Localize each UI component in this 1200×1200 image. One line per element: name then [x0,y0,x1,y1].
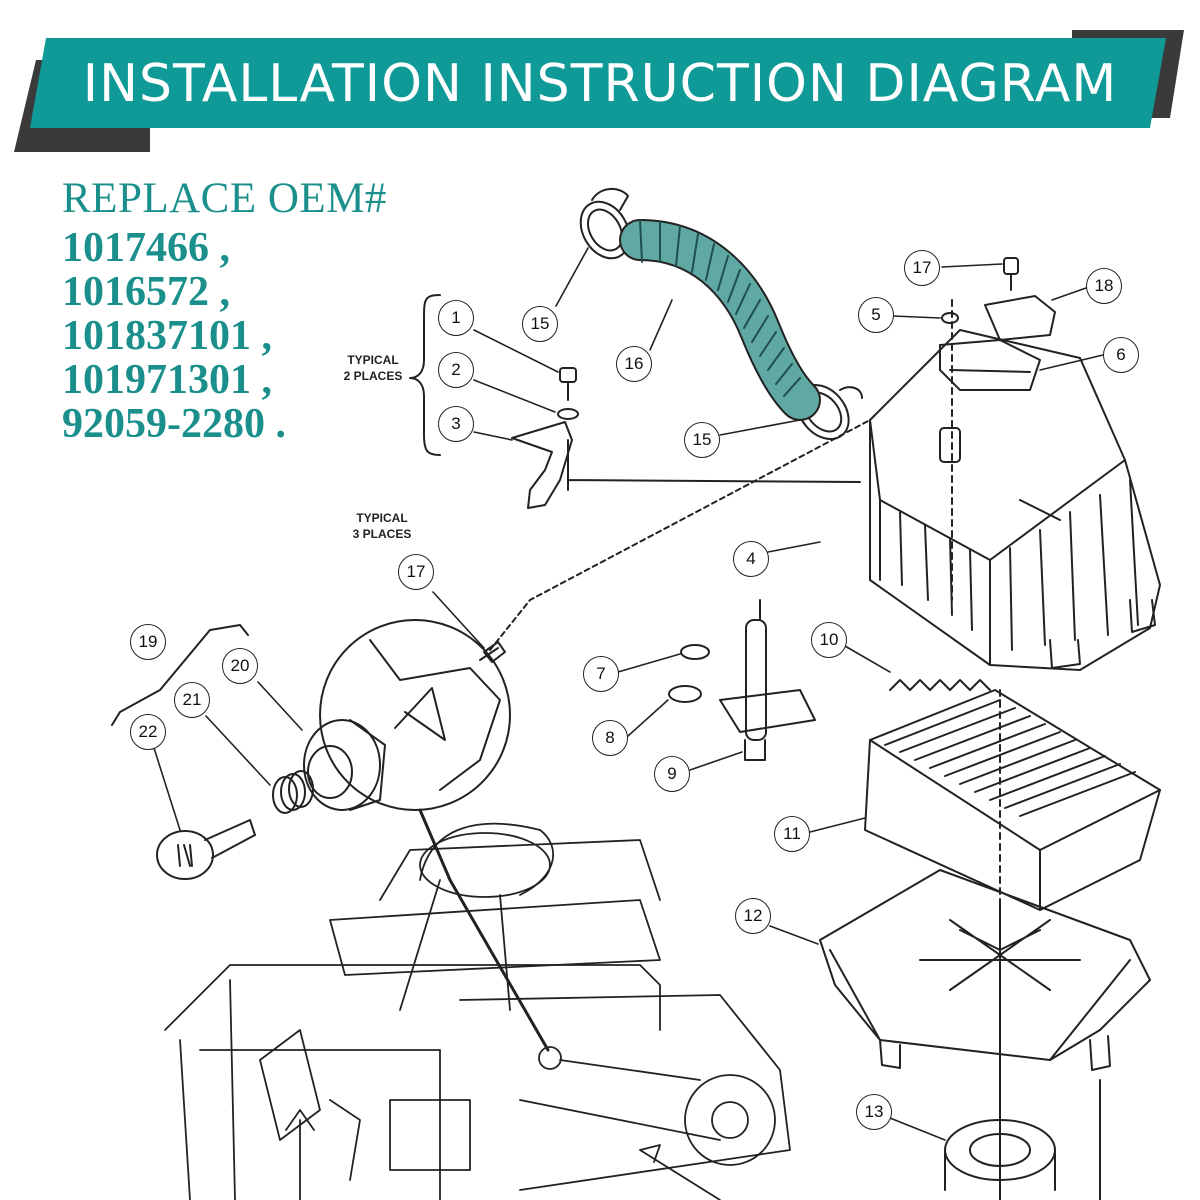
callout-1: 1 [438,300,474,336]
air-box-base-part-12 [819,869,1151,1071]
page-title: INSTALLATION INSTRUCTION DIAGRAM [82,54,1118,114]
bracket-part-18 [984,295,1056,341]
bracket-part-3 [511,421,861,509]
oem-number: 92059-2280 . [62,401,286,447]
callout-4: 4 [733,541,769,577]
banner-background [14,30,1184,152]
bracket-typical-2 [409,294,441,456]
golf-cart [164,808,791,1200]
air-box-part-4 [869,329,1161,671]
oem-replacement-block: REPLACE OEM# 1017466 , 1016572 , 1018371… [62,172,387,446]
detail-bubble [319,619,511,811]
note-typical-2-places: TYPICAL 2 PLACES [343,353,403,383]
stud-part-9 [719,599,816,761]
banner-ribbon [30,38,1166,128]
callout-leaders [153,247,1104,1141]
callout-16: 16 [616,346,652,382]
washer-part-2 [557,408,579,420]
callout-20: 20 [222,648,258,684]
callout-17-top: 17 [904,250,940,286]
callout-15-bottom: 15 [684,422,720,458]
callout-2: 2 [438,352,474,388]
spring-part-10 [889,679,991,691]
oem-number-list: 1017466 , 1016572 , 101837101 , 10197130… [62,226,387,446]
callout-11: 11 [774,816,810,852]
callout-13: 13 [856,1094,892,1130]
spring-part-21 [272,770,314,814]
callout-15-top: 15 [522,306,558,342]
bolt-part-17-top [1003,257,1019,291]
callout-10: 10 [811,622,847,658]
bracket-typical-19 [111,624,249,726]
callout-12: 12 [735,898,771,934]
latch-part-6 [939,339,1041,391]
callout-3: 3 [438,406,474,442]
callout-18: 18 [1086,268,1122,304]
hose-part-16 [619,219,821,421]
oem-number: 101837101 , [62,313,272,359]
callout-17-mid: 17 [398,554,434,590]
callout-21: 21 [174,682,210,718]
callout-7: 7 [583,656,619,692]
washer-part-8 [668,685,702,703]
oem-number: 101971301 , [62,357,272,403]
leader-dash [489,419,871,651]
callout-5: 5 [858,297,894,333]
hose-clamp-part-15-top [579,188,631,260]
washer-part-7 [680,644,710,660]
callout-6: 6 [1103,337,1139,373]
air-filter-part-11 [864,689,1161,911]
callout-9: 9 [654,756,690,792]
oem-number: 1016572 , [62,269,230,315]
note-typical-3-places: TYPICAL 3 PLACES [352,511,412,541]
callout-22: 22 [130,714,166,750]
callout-8: 8 [592,720,628,756]
oem-heading: REPLACE OEM# [62,175,387,222]
seal-part-13 [944,1119,1056,1191]
knob-part-22 [156,819,256,880]
bolt-part-1 [559,367,577,401]
bezel-part-20 [303,719,386,811]
grommet-part-5 [941,312,959,324]
callout-19: 19 [130,624,166,660]
oem-number: 1017466 , [62,225,230,271]
